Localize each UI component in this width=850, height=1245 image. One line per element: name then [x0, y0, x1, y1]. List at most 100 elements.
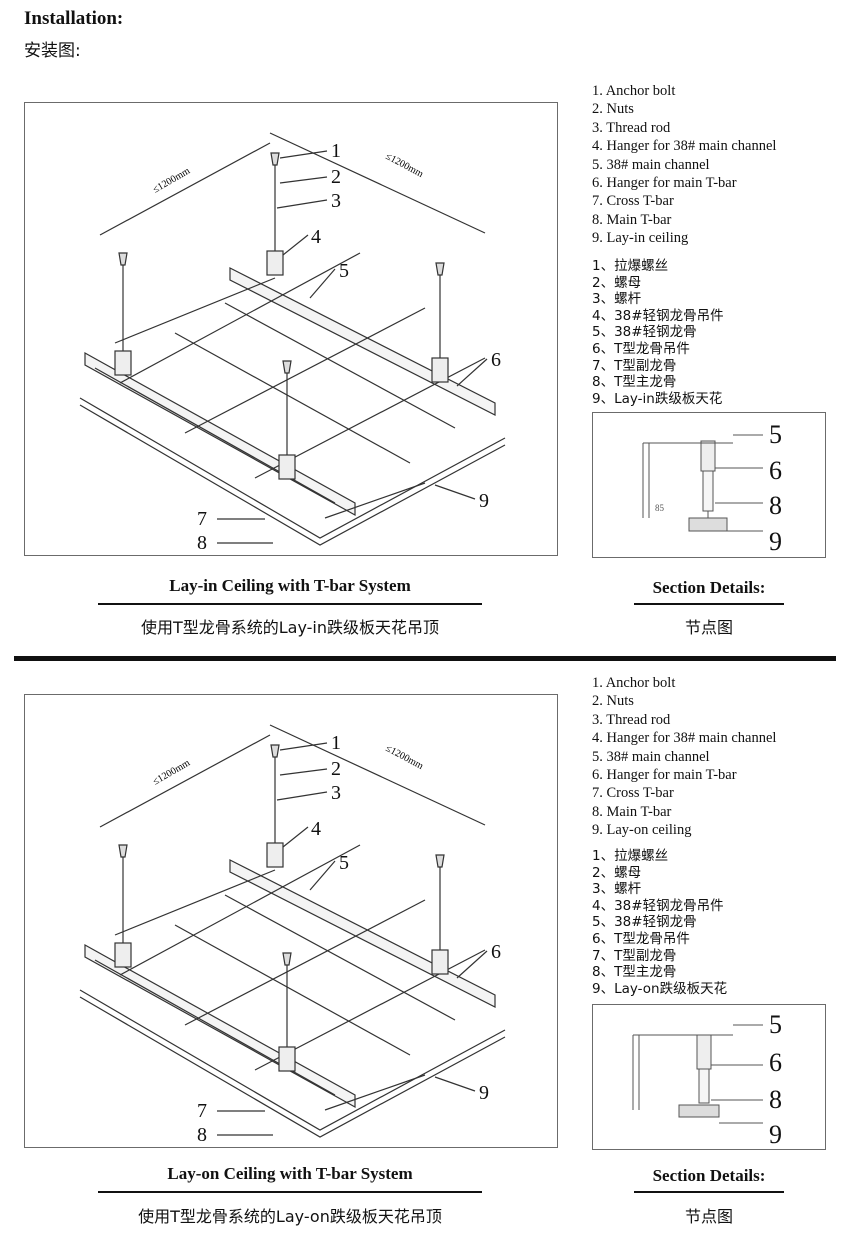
legend-item-cn: 9、Lay-in跌级板天花 — [592, 390, 723, 407]
anchor-bolt-1 — [270, 152, 280, 166]
legend-item-cn: 1、拉爆螺丝 — [592, 848, 669, 864]
legend-item: 6. Hanger for main T-bar — [592, 767, 737, 784]
legend-en-lay-on: 1. Anchor bolt 2. Nuts 3. Thread rod 4. … — [592, 674, 776, 840]
ceiling-panel-edge — [324, 482, 426, 519]
legend-item-cn: 2、螺母 — [592, 274, 642, 291]
section-callout-5: 5 — [769, 1010, 782, 1039]
main-channel-front — [84, 351, 356, 517]
ceiling-panel-edge — [324, 1074, 426, 1111]
legend-item: 9. Lay-in ceiling — [592, 230, 689, 247]
callout-5: 5 — [339, 260, 349, 282]
legend-item-cn: 5、38#轻钢龙骨 — [592, 324, 697, 341]
legend-item: 7. Cross T-bar — [592, 785, 674, 802]
main-channel-back — [229, 267, 496, 416]
section-dim-label: 85 — [655, 503, 665, 513]
anchor-bolt-1 — [270, 744, 280, 758]
legend-cn-lay-on: 1、拉爆螺丝 2、螺母 3、螺杆 4、38#轻钢龙骨吊件 5、38#轻钢龙骨 6… — [592, 848, 727, 997]
callout-5: 5 — [339, 852, 349, 874]
legend-item-cn: 9、Lay-on跌级板天花 — [592, 980, 728, 997]
callout-4: 4 — [311, 818, 321, 840]
callout-4: 4 — [311, 226, 321, 248]
section-detail-drawing: 5 6 8 9 — [632, 1010, 782, 1149]
cross-t-bar-3 — [184, 899, 426, 1026]
legend-item: 8. Main T-bar — [592, 803, 672, 820]
panel-divider — [14, 656, 836, 661]
section-detail-frame-lay-in: 5 6 8 9 85 — [592, 412, 826, 558]
callout-6: 6 — [491, 349, 501, 371]
legend-cn-lay-in: 1、拉爆螺丝 2、螺母 3、螺杆 4、38#轻钢龙骨吊件 5、38#轻钢龙骨 6… — [592, 258, 724, 407]
callout-2: 2 — [331, 166, 341, 188]
diagram-frame-lay-on: 1 2 3 4 5 6 7 8 9 ≤1200mm ≤1200mm — [24, 694, 558, 1148]
legend-item: 1. Anchor bolt — [592, 83, 676, 99]
callout-9: 9 — [479, 490, 489, 512]
cross-t-bar-1 — [114, 869, 276, 936]
legend-item: 3. Thread rod — [592, 711, 671, 728]
section-callout-8: 8 — [769, 1085, 782, 1114]
main-channel-front — [84, 943, 356, 1109]
callout-8: 8 — [197, 1124, 207, 1146]
caption-cn-lay-in: 使用T型龙骨系统的Lay-in跌级板天花吊顶 — [140, 618, 440, 637]
cross-t-bar-2 — [119, 252, 361, 384]
legend-item-cn: 2、螺母 — [592, 864, 642, 881]
legend-item-cn: 6、T型龙骨吊件 — [592, 340, 690, 357]
dim-line-left — [99, 142, 271, 236]
main-t-bar-mid — [94, 959, 336, 1096]
legend-item-cn: 3、螺杆 — [592, 881, 642, 898]
cross-t-bar-1 — [114, 277, 276, 344]
dim-label-right: ≤1200mm — [384, 151, 426, 180]
legend-item-cn: 5、38#轻钢龙骨 — [592, 914, 697, 931]
callout-1: 1 — [331, 140, 341, 162]
callout-7: 7 — [197, 508, 207, 530]
main-channel-back — [229, 859, 496, 1008]
section-title-rule — [634, 603, 784, 605]
callout-3: 3 — [331, 782, 341, 804]
main-t-bar-front — [79, 989, 506, 1131]
main-t-bar-center — [174, 332, 411, 464]
caption-rule — [98, 603, 482, 605]
section-title-rule — [634, 1191, 784, 1193]
main-t-bar-center — [174, 924, 411, 1056]
legend-item-cn: 7、T型副龙骨 — [592, 357, 677, 374]
section-title-lay-on: Section Details: — [652, 1166, 766, 1185]
caption-lay-on: Lay-on Ceiling with T-bar System — [167, 1164, 413, 1183]
callout-3: 3 — [331, 190, 341, 212]
dim-label-left: ≤1200mm — [151, 757, 192, 787]
installation-title-cn: 安装图: — [24, 41, 81, 61]
hanger-38-1 — [266, 842, 284, 868]
section-hanger — [696, 1034, 712, 1070]
legend-item: 5. 38# main channel — [592, 156, 710, 173]
legend-item: 2. Nuts — [592, 693, 634, 710]
section-t-bar — [678, 1104, 720, 1118]
caption-rule — [98, 1191, 482, 1193]
callout-9: 9 — [479, 1082, 489, 1104]
legend-item-cn: 8、T型主龙骨 — [592, 374, 677, 391]
ceiling-grid-diagram: 1 2 3 4 5 6 7 8 9 ≤1200mm ≤1200mm — [79, 132, 506, 554]
legend-item-cn: 8、T型主龙骨 — [592, 964, 677, 981]
section-callout-8: 8 — [769, 491, 782, 520]
callout-6: 6 — [491, 941, 501, 963]
section-callout-6: 6 — [769, 456, 782, 485]
legend-item: 9. Lay-on ceiling — [592, 822, 692, 839]
legend-item: 7. Cross T-bar — [592, 193, 674, 210]
legend-item-cn: 4、38#轻钢龙骨吊件 — [592, 897, 724, 914]
legend-item: 5. 38# main channel — [592, 748, 710, 765]
legend-item-cn: 3、螺杆 — [592, 291, 642, 308]
legend-en-lay-in: 1. Anchor bolt 2. Nuts 3. Thread rod 4. … — [592, 82, 776, 248]
dim-line-right — [269, 724, 486, 826]
legend-item: 8. Main T-bar — [592, 211, 672, 228]
diagram-frame-lay-in: 1 2 3 4 5 6 7 8 9 ≤1200mm ≤1200mm — [24, 102, 558, 556]
callout-8: 8 — [197, 532, 207, 554]
cross-t-bar-2 — [119, 844, 361, 976]
main-t-bar-front — [79, 397, 506, 539]
main-t-bar-mid — [94, 367, 336, 504]
dim-line-right — [269, 132, 486, 234]
legend-item: 1. Anchor bolt — [592, 675, 676, 691]
installation-title: Installation: — [24, 8, 124, 29]
cross-t-bar-3 — [184, 307, 426, 434]
callout-2: 2 — [331, 758, 341, 780]
legend-item: 3. Thread rod — [592, 119, 671, 136]
legend-item: 6. Hanger for main T-bar — [592, 175, 737, 192]
legend-item-cn: 7、T型副龙骨 — [592, 947, 677, 964]
ceiling-grid-diagram: 1 2 3 4 5 6 7 8 9 ≤1200mm ≤1200mm — [79, 724, 506, 1146]
legend-item: 4. Hanger for 38# main channel — [592, 138, 777, 155]
